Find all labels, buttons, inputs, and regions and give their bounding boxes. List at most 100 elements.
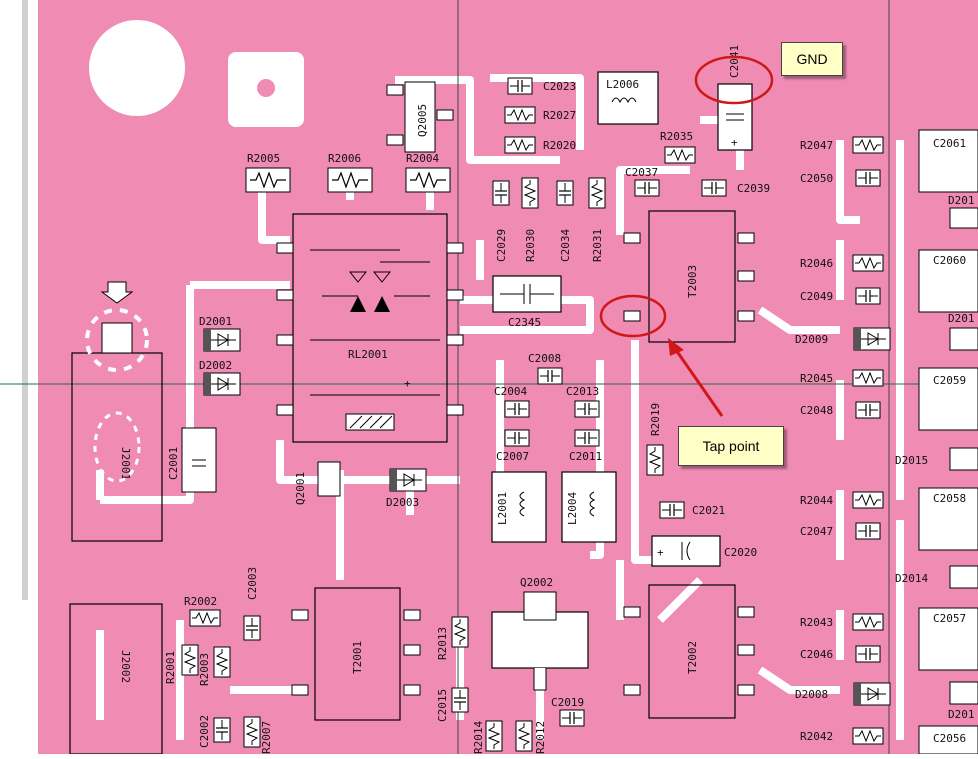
T2002-outline: [648, 584, 736, 719]
C2004-symbol: [504, 400, 530, 418]
svg-text:+: +: [657, 546, 664, 559]
C2049-symbol: [855, 287, 881, 305]
label-C2058: C2058: [933, 492, 966, 505]
R2031-symbol: [588, 177, 606, 209]
label-C2047: C2047: [800, 525, 833, 538]
label-R2046: R2046: [800, 257, 833, 270]
label-Q2002: Q2002: [520, 576, 553, 589]
R2047-symbol: [852, 136, 884, 154]
label-C2020: C2020: [724, 546, 757, 559]
label-R2013: R2013: [436, 627, 449, 660]
D2003-symbol: [389, 468, 427, 492]
C2013-symbol: [574, 400, 600, 418]
label-C2050: C2050: [800, 172, 833, 185]
label-L2006: L2006: [606, 78, 639, 91]
label-C2345: C2345: [508, 316, 541, 329]
label-C2037: C2037: [625, 166, 658, 179]
R2005-symbol: [245, 167, 291, 193]
R2027-symbol: [504, 106, 536, 124]
R2012-symbol: [515, 720, 533, 752]
label-D2012: D201: [948, 312, 975, 325]
label-C2007: C2007: [496, 450, 529, 463]
label-D2009: D2009: [795, 333, 828, 346]
label-R2020: R2020: [543, 139, 576, 152]
label-D2003: D2003: [386, 496, 419, 509]
label-C2008: C2008: [528, 352, 561, 365]
label-D2008: D2008: [795, 688, 828, 701]
label-R2019: R2019: [649, 403, 662, 436]
label-J2002: J2002: [119, 650, 132, 683]
D2008-symbol: [853, 682, 891, 706]
C2008-symbol: [537, 367, 563, 385]
label-C2059: C2059: [933, 374, 966, 387]
label-D2002: D2002: [199, 359, 232, 372]
label-R2042: R2042: [800, 730, 833, 743]
D2001-symbol: [203, 328, 241, 352]
label-R2043: R2043: [800, 616, 833, 629]
label-R2001: R2001: [164, 651, 177, 684]
C2050-symbol: [855, 169, 881, 187]
label-C2029: C2029: [495, 229, 508, 262]
label-R2030: R2030: [524, 229, 537, 262]
R2014-symbol: [485, 720, 503, 752]
label-R2035: R2035: [660, 130, 693, 143]
label-C2048: C2048: [800, 404, 833, 417]
D2009-symbol: [853, 327, 891, 351]
label-R2003: R2003: [198, 653, 211, 686]
C2002-symbol: [213, 717, 231, 743]
C2039-symbol: [701, 179, 727, 197]
C2046-symbol: [855, 645, 881, 663]
C2021-symbol: [659, 501, 685, 519]
R2019-symbol: [646, 444, 664, 476]
R2030-symbol: [521, 177, 539, 209]
C2023-symbol: [507, 77, 533, 95]
label-R2044: R2044: [800, 494, 833, 507]
label-C2004: C2004: [494, 385, 527, 398]
gnd-callout-text: GND: [796, 51, 828, 67]
R2043-symbol: [852, 613, 884, 631]
label-R2031: R2031: [591, 229, 604, 262]
R2045-symbol: [852, 369, 884, 387]
label-C2013: C2013: [566, 385, 599, 398]
label-L2004: L2004: [566, 492, 579, 525]
label-Q2001: Q2001: [294, 472, 307, 505]
label-D2015: D2015: [895, 454, 928, 467]
C2048-symbol: [855, 401, 881, 419]
label-C2034: C2034: [559, 229, 572, 262]
svg-text:+: +: [731, 136, 738, 149]
R2007-symbol: [243, 716, 261, 748]
label-R2005: R2005: [247, 152, 280, 165]
R2013-symbol: [451, 616, 469, 648]
label-T2002: T2002: [686, 641, 699, 674]
label-R2045: R2045: [800, 372, 833, 385]
R2001-symbol: [181, 644, 199, 676]
label-R2027: R2027: [543, 109, 576, 122]
C2037-symbol: [634, 179, 660, 197]
R2046-symbol: [852, 254, 884, 272]
tap-point-arrow: [674, 349, 724, 417]
D2002-symbol: [203, 372, 241, 396]
T2001-outline: [314, 587, 401, 721]
R2006-symbol: [327, 167, 373, 193]
label-C2061: C2061: [933, 137, 966, 150]
label-R2007: R2007: [260, 721, 273, 754]
gnd-highlight-ellipse: [694, 55, 774, 105]
label-R2002: R2002: [184, 595, 217, 608]
label-T2003: T2003: [686, 265, 699, 298]
label-C2021: C2021: [692, 504, 725, 517]
label-D2011: D201: [948, 194, 975, 207]
label-T2001: T2001: [351, 641, 364, 674]
R2003-symbol: [213, 646, 231, 678]
label-J2001: J2001: [119, 447, 132, 480]
R2020-symbol: [504, 136, 536, 154]
C2019-symbol: [559, 709, 585, 727]
R2004-symbol: [405, 167, 451, 193]
C2015-symbol: [451, 687, 469, 713]
label-C2056: C2056: [933, 732, 966, 745]
label-C2060: C2060: [933, 254, 966, 267]
C2029-symbol: [492, 180, 510, 206]
label-C2049: C2049: [800, 290, 833, 303]
svg-text:+: +: [404, 377, 411, 390]
